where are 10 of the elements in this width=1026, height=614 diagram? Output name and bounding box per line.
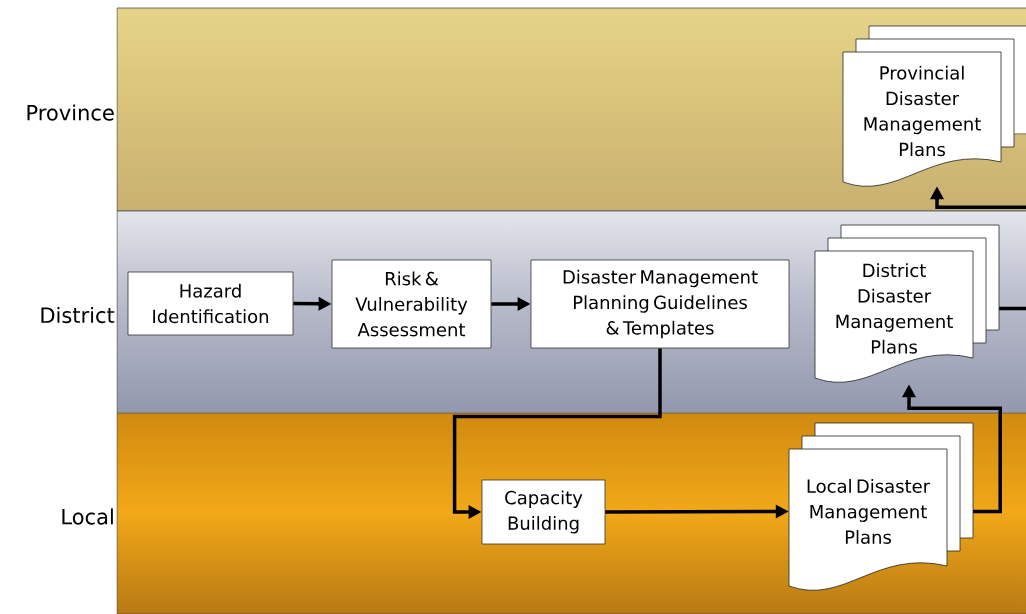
process-box: Risk & Vulnerability Assessment — [331, 259, 492, 349]
document-stack: Provincial Disaster Management Plans — [842, 25, 1026, 187]
document-stack: Local Disaster Management Plans — [788, 422, 974, 591]
process-box: Capacity Building — [481, 479, 606, 545]
document-stack: District Disaster Management Plans — [814, 224, 1000, 383]
process-box: Hazard Identification — [127, 271, 294, 336]
node-label: District — [41, 306, 115, 324]
node-label: Local — [62, 508, 113, 525]
process-box: Disaster Management Planning Guidelines & Templates — [530, 259, 790, 349]
node-label: Province — [27, 104, 114, 121]
